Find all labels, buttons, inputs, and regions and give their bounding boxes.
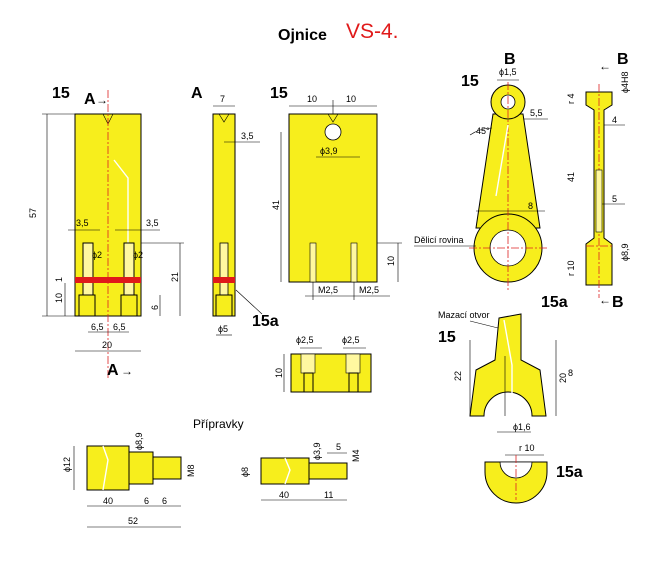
dim-22: 22 (453, 371, 463, 381)
dim-m25b: M2,5 (359, 285, 379, 295)
dim-20b: 20 (558, 373, 568, 383)
svg-text:←: ← (599, 59, 611, 73)
dim-1: 1 (54, 277, 64, 282)
dim-10b: 10 (307, 94, 317, 104)
fixture-2-body (260, 457, 310, 485)
dim-10c: 10 (346, 94, 356, 104)
dim-8b: 8 (568, 368, 573, 378)
dim-10e: 10 (274, 368, 284, 378)
dim-phi39b: ϕ3,9 (312, 442, 322, 460)
label-15a-c: 15a (556, 464, 583, 481)
dim-phi12: ϕ12 (62, 457, 72, 472)
dim-6a: 6 (150, 305, 160, 310)
parting-red-band (75, 277, 141, 283)
section-a-top: A (84, 91, 96, 108)
label-15-a: 15 (52, 85, 70, 102)
dim-m4: M4 (351, 449, 361, 462)
section-a-label: A (191, 85, 203, 102)
dim-21: 21 (170, 272, 180, 282)
label-oil-hole: Mazací otvor (438, 310, 490, 320)
dim-5c: 5 (336, 442, 341, 452)
dim-phi89b: ϕ8,9 (134, 432, 144, 450)
block-body (288, 113, 378, 283)
dim-11: 11 (324, 490, 333, 500)
counterbore-right (120, 294, 138, 317)
section-b-top: B (504, 51, 516, 68)
dim-phi89a: ϕ8,9 (620, 243, 630, 261)
dim-10d: 10 (386, 256, 396, 266)
section-b-top-right: B (617, 51, 629, 68)
label-15-b: 15 (270, 85, 288, 102)
dim-6c: 6 (162, 496, 167, 506)
svg-text:→: → (121, 364, 133, 378)
label-15a-b: 15a (541, 294, 568, 311)
dim-41b: 41 (566, 172, 576, 182)
fixture-2: ϕ8 ϕ3,9 5 M4 40 11 (240, 442, 361, 501)
dim-r4: r 4 (566, 93, 576, 104)
dim-4: 4 (612, 115, 617, 125)
dim-phi2a: ϕ2 (92, 250, 102, 260)
dim-55: 5,5 (530, 108, 543, 118)
dim-40b: 40 (279, 490, 289, 500)
dim-m8: M8 (186, 464, 196, 477)
section-a-bottom: A (107, 362, 119, 379)
title-code: VS-4. (346, 20, 399, 43)
title-main: Ojnice (278, 27, 327, 44)
dim-40a: 40 (103, 496, 113, 506)
view-rod-lower: 15 Mazací otvor 22 20 8 ϕ1,6 (438, 310, 573, 433)
dim-r10a: r 10 (566, 260, 576, 276)
view-section-a: A 7 3,5 ϕ5 (191, 85, 263, 336)
dim-35b: 3,5 (146, 218, 159, 228)
dim-phi2b: ϕ2 (133, 250, 143, 260)
view-cap-15a: ϕ2,5 ϕ2,5 10 (274, 335, 372, 393)
dim-35c: 3,5 (241, 131, 254, 141)
dim-phi25a: ϕ2,5 (296, 335, 314, 345)
dim-8a: 8 (528, 201, 533, 211)
dim-phi8: ϕ8 (240, 467, 250, 477)
section-b-bottom: B (612, 294, 624, 311)
svg-text:←: ← (599, 293, 611, 307)
rod-lower-body (469, 313, 547, 417)
dim-57: 57 (28, 208, 38, 218)
pin-hole (324, 123, 342, 141)
dim-m25a: M2,5 (318, 285, 338, 295)
dim-phi4h8: ϕ4H8 (620, 71, 630, 93)
dim-5b: 5 (612, 194, 617, 204)
view-blank-front: 57 10 1 21 6 3,5 3,5 ϕ2 ϕ2 6,5 6,5 20 15… (28, 85, 184, 380)
dim-10a: 10 (54, 293, 64, 303)
crack-line (113, 159, 129, 245)
dim-65b: 6,5 (113, 322, 126, 332)
dim-phi39a: ϕ3,9 (320, 146, 338, 156)
dim-6b: 6 (144, 496, 149, 506)
view-cap-half: r 10 15a (484, 443, 583, 504)
view-section-b: B ← ϕ4H8 r 4 4 41 5 ϕ8,9 r 10 ← B (566, 51, 630, 311)
view-block-hole: 15 10 10 ϕ3,9 41 10 M2,5 M2,5 (270, 85, 402, 300)
cap-half-body (484, 461, 548, 504)
dim-phi25b: ϕ2,5 (342, 335, 360, 345)
dim-7: 7 (220, 94, 225, 104)
view-connecting-rod: 15 B ϕ1,5 5,5 45° 8 Dělicí rovina 15a (414, 51, 568, 311)
dim-35a: 3,5 (76, 218, 89, 228)
label-fixtures: Přípravky (193, 417, 244, 431)
dim-65a: 6,5 (91, 322, 104, 332)
label-15-c: 15 (461, 73, 479, 90)
fixture-1: ϕ12 ϕ8,9 M8 40 6 6 52 (62, 432, 196, 528)
label-15-d: 15 (438, 329, 456, 346)
dim-20a: 20 (102, 340, 112, 350)
dim-r10b: r 10 (519, 443, 535, 453)
dim-phi5: ϕ5 (218, 324, 228, 334)
label-parting-plane: Dělicí rovina (414, 235, 464, 245)
label-15a-a: 15a (252, 313, 279, 330)
dim-52: 52 (128, 516, 138, 526)
dim-phi15: ϕ1,5 (499, 67, 517, 77)
dim-41a: 41 (271, 200, 281, 210)
dim-phi16: ϕ1,6 (513, 422, 531, 432)
svg-text:→: → (96, 93, 108, 107)
fixture-1-head (86, 445, 130, 491)
counterbore-left (78, 294, 96, 317)
dim-45: 45° (476, 126, 490, 136)
